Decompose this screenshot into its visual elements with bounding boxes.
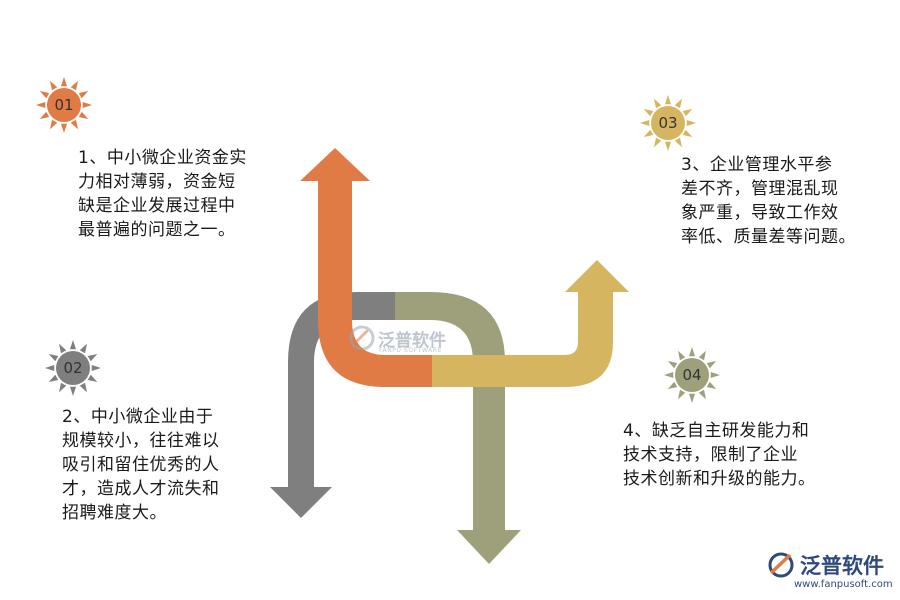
badge-04: 04 — [662, 345, 722, 405]
text-line: 技术支持，限制了企业 — [623, 445, 798, 465]
text-line: 力相对薄弱，资金短 — [78, 172, 236, 192]
sun-ray — [688, 347, 696, 357]
sun-ray — [682, 109, 693, 117]
sun-ray — [654, 98, 662, 109]
badge-number: 04 — [682, 366, 702, 384]
sun-ray — [48, 374, 59, 382]
sun-ray — [70, 80, 78, 91]
sun-ray — [667, 381, 678, 389]
badge-02: 02 — [43, 338, 103, 398]
item-1-text: 1、中小微企业资金实 力相对薄弱，资金短 缺是企业发展过程中 最普遍的问题之一。 — [78, 146, 247, 242]
brand-logo-icon — [768, 552, 794, 578]
item-3-text: 3、企业管理水平参 差不齐，管理混乱现 象严重，导致工作效 率低、质量差等问题。 — [681, 153, 856, 249]
sun-ray — [39, 111, 50, 119]
brand-logo-icon — [349, 325, 375, 351]
sun-ray — [87, 354, 98, 362]
sun-ray — [60, 77, 68, 87]
brand-name: 泛普软件 — [378, 331, 446, 351]
sun-ray — [69, 340, 77, 350]
sun-ray — [643, 129, 654, 137]
sun-ray — [667, 361, 678, 369]
corner-brand-logo: 泛普软件 www.fanpusoft.com — [766, 550, 893, 590]
text-line: 率低、质量差等问题。 — [681, 227, 856, 247]
yellow-arrow — [432, 260, 629, 387]
sun-ray — [45, 364, 55, 372]
text-line: 差不齐，管理混乱现 — [681, 179, 839, 199]
sun-ray — [678, 389, 686, 400]
sun-ray — [682, 129, 693, 137]
sun-ray — [698, 389, 706, 400]
sun-ray — [82, 101, 92, 109]
text-line: 吸引和留住优秀的人 — [62, 455, 220, 475]
sun-ray — [78, 111, 89, 119]
sun-badge-icon — [640, 95, 696, 151]
badge-03: 03 — [638, 93, 698, 153]
brand-subtitle: FANPU SOFTWARE — [379, 347, 443, 354]
sun-badge-icon — [45, 340, 101, 396]
sun-ray — [664, 371, 674, 379]
sun-ray — [706, 381, 717, 389]
text-line: 才，造成人才流失和 — [62, 479, 220, 499]
brand-name: 泛普软件 — [800, 554, 884, 578]
sun-ray — [643, 109, 654, 117]
sun-ray — [87, 374, 98, 382]
sun-ray — [59, 382, 67, 393]
sun-ray — [59, 343, 67, 354]
sun-ray — [39, 91, 50, 99]
sun-ray — [706, 361, 717, 369]
sun-ray — [674, 98, 682, 109]
text-line: 规模较小，往往难以 — [62, 431, 220, 451]
badge-number: 03 — [658, 114, 678, 132]
item-4-text: 4、缺乏自主研发能力和 技术支持，限制了企业 技术创新和升级的能力。 — [623, 419, 816, 491]
gray-arrow — [270, 292, 397, 518]
sun-ray — [91, 364, 101, 372]
item-2-text: 2、中小微企业由于 规模较小，往往难以 吸引和留住优秀的人 才，造成人才流失和 … — [62, 405, 220, 525]
text-line: 1、中小微企业资金实 — [78, 148, 247, 168]
text-line: 技术创新和升级的能力。 — [623, 469, 816, 489]
sun-ray — [70, 119, 78, 130]
badge-number: 02 — [63, 359, 83, 377]
sun-ray — [654, 137, 662, 148]
sun-ray — [50, 119, 58, 130]
text-line: 3、企业管理水平参 — [681, 155, 833, 175]
sun-ray — [69, 386, 77, 396]
sun-ray — [60, 123, 68, 133]
sun-ray — [50, 80, 58, 91]
sun-ray — [664, 95, 672, 105]
sun-ray — [640, 119, 650, 127]
badge-01: 01 — [34, 75, 94, 135]
text-line: 最普遍的问题之一。 — [78, 220, 236, 240]
sun-ray — [36, 101, 46, 109]
sun-ray — [78, 91, 89, 99]
sun-ray — [686, 119, 696, 127]
sun-ray — [79, 382, 87, 393]
sun-ray — [674, 137, 682, 148]
text-line: 缺是企业发展过程中 — [78, 196, 236, 216]
sun-ray — [678, 350, 686, 361]
sun-badge-icon — [36, 77, 92, 133]
sun-ray — [698, 350, 706, 361]
text-line: 2、中小微企业由于 — [62, 407, 214, 427]
center-watermark-logo: 泛普软件 FANPU SOFTWARE — [348, 324, 446, 356]
sun-ray — [688, 393, 696, 403]
brand-url: www.fanpusoft.com — [794, 579, 893, 590]
text-line: 象严重，导致工作效 — [681, 203, 839, 223]
sun-ray — [710, 371, 720, 379]
orange-arrow — [300, 148, 433, 387]
sun-badge-icon — [664, 347, 720, 403]
sun-ray — [664, 141, 672, 151]
sun-ray — [48, 354, 59, 362]
sun-ray — [79, 343, 87, 354]
text-line: 招聘难度大。 — [62, 503, 167, 523]
text-line: 4、缺乏自主研发能力和 — [623, 421, 810, 441]
badge-number: 01 — [54, 96, 74, 114]
